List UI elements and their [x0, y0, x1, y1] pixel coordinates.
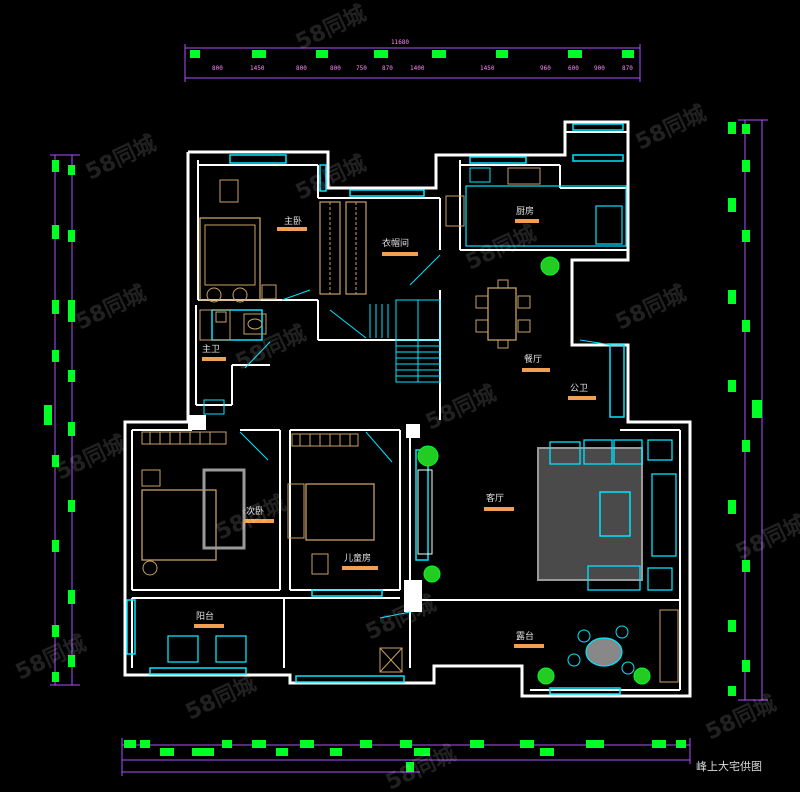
exterior-walls	[123, 120, 692, 698]
dim-seg: 800	[330, 65, 341, 72]
second-bedroom	[141, 431, 274, 576]
watermarks: 58同城 58同城 58同城 58同城 58同城 58同城 58同城 58同城 …	[12, 0, 800, 792]
living-room	[417, 439, 677, 591]
dining	[475, 256, 560, 372]
dimension-top	[184, 44, 641, 82]
watermark: 58同城	[232, 320, 311, 375]
room-label-living: 客厅	[486, 492, 504, 504]
balcony-west	[167, 624, 247, 663]
dimension-markers-left	[44, 160, 75, 682]
watermark: 58同城	[82, 130, 161, 185]
watermark: 58同城	[632, 100, 711, 155]
room-label-public-bath: 公卫	[570, 383, 588, 394]
room-label-second-bedroom: 次卧	[246, 505, 264, 517]
dim-seg: 1450	[480, 65, 495, 72]
watermark: 58同城	[52, 430, 131, 485]
image-credit: 峰上大宅供图	[696, 760, 762, 773]
dim-seg: 900	[594, 65, 605, 72]
room-label-bathroom: 主卫	[202, 343, 220, 355]
dimension-top-segments: 800 1450 800 800 750 870 1400 1450 960 6…	[212, 65, 633, 72]
room-label-balcony-east: 露台	[516, 630, 534, 642]
room-label-master-bedroom: 主卧	[284, 215, 302, 227]
dim-seg: 600	[568, 65, 579, 72]
watermark: 58同城	[212, 490, 291, 545]
room-label-balcony-west: 阳台	[196, 610, 214, 622]
watermark: 58同城	[462, 220, 541, 275]
door-swings	[239, 254, 613, 619]
dim-seg: 800	[212, 65, 223, 72]
dim-seg: 870	[382, 65, 393, 72]
child-bedroom	[287, 433, 378, 575]
dim-seg: 1450	[250, 65, 265, 72]
room-label-dining: 餐厅	[524, 353, 542, 365]
dim-seg: 870	[622, 65, 633, 72]
watermark: 58同城	[292, 0, 371, 55]
dim-seg: 1400	[410, 65, 425, 72]
public-bath	[568, 396, 596, 400]
bathroom	[199, 309, 267, 415]
master-bedroom	[199, 179, 307, 303]
dimension-markers-top	[190, 50, 634, 58]
dimension-total: 11680	[391, 39, 409, 46]
room-label-walk-in-closet: 衣帽间	[382, 237, 409, 249]
watermark: 58同城	[612, 280, 691, 335]
dimension-markers-bottom	[124, 740, 686, 772]
dim-seg: 800	[296, 65, 307, 72]
watermark: 58同城	[12, 630, 91, 685]
watermark: 58同城	[72, 280, 151, 335]
watermark: 58同城	[182, 670, 261, 725]
watermark: 58同城	[702, 690, 781, 745]
watermark: 58同城	[732, 510, 800, 565]
room-label-kitchen: 厨房	[516, 205, 534, 217]
balcony-east	[514, 609, 679, 685]
watermark: 58同城	[422, 380, 501, 435]
staircase	[329, 299, 441, 383]
dim-seg: 750	[356, 65, 367, 72]
kitchen	[445, 167, 627, 247]
storage-box	[379, 647, 403, 673]
room-label-child-bedroom: 儿童房	[344, 552, 371, 564]
dim-seg: 960	[540, 65, 551, 72]
columns	[188, 415, 422, 612]
dimension-markers-right	[728, 122, 762, 696]
walk-in-closet	[319, 201, 418, 295]
windows	[126, 123, 625, 695]
